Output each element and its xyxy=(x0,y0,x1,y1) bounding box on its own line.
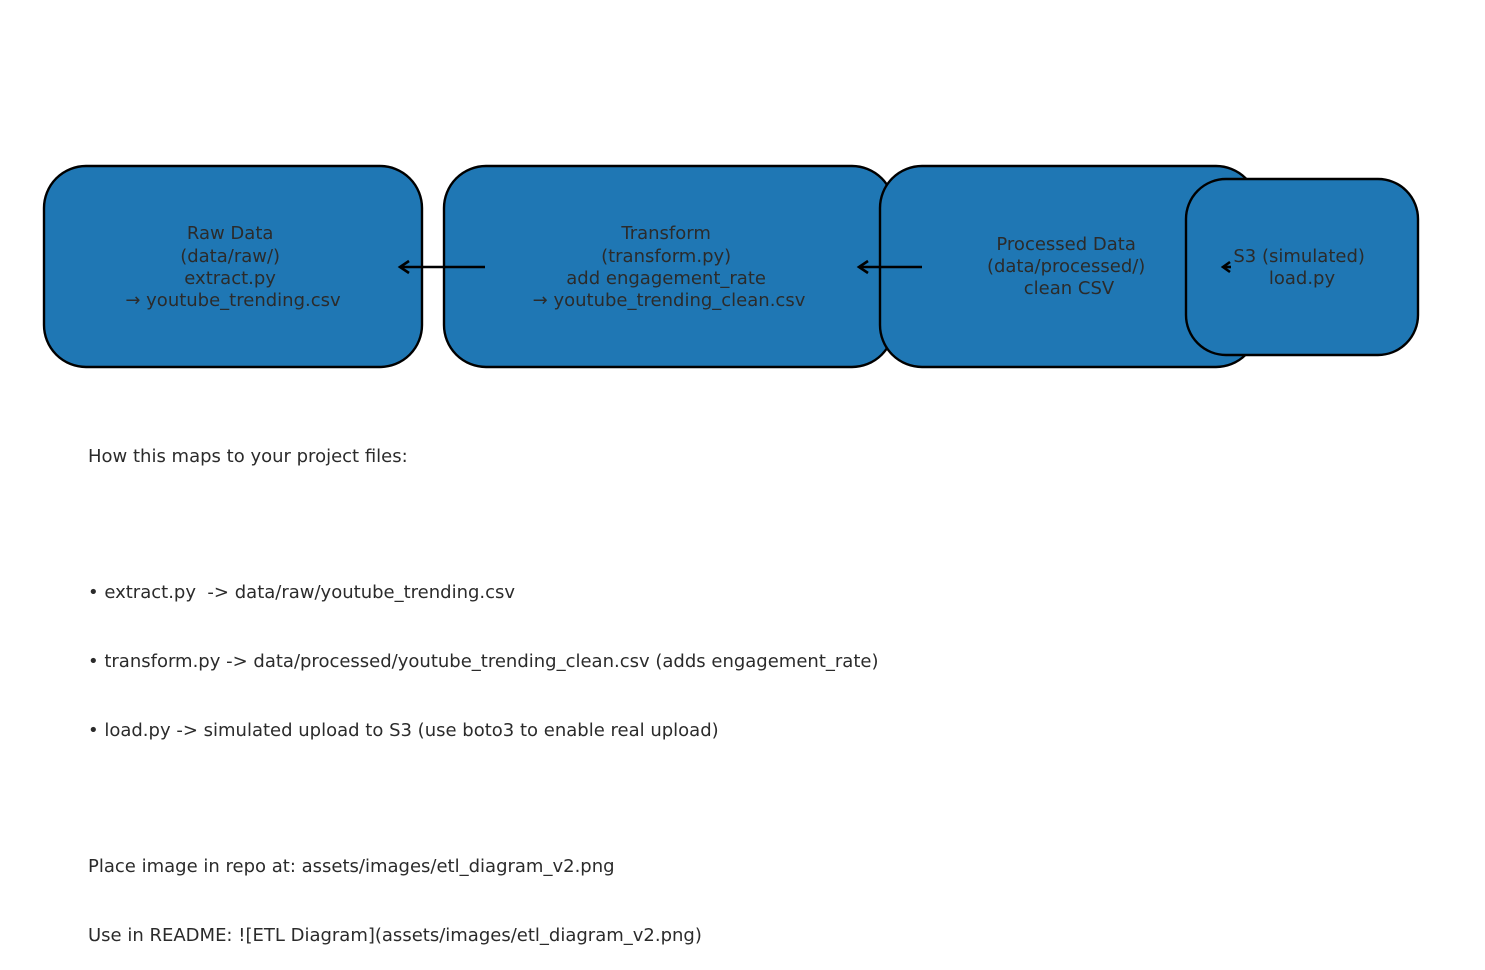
node-raw-data-line: Raw Data xyxy=(187,223,274,244)
notes-spacer xyxy=(88,514,1088,535)
node-s3-box xyxy=(1184,177,1420,357)
node-raw-data: Raw Data (data/raw/) extract.py → youtub… xyxy=(42,164,424,369)
node-s3-label: S3 (simulated) load.py xyxy=(1233,246,1370,289)
arrowhead-icon xyxy=(397,259,410,275)
node-s3: S3 (simulated) load.py xyxy=(1184,177,1420,357)
node-transform: Transform (transform.py) add engagement_… xyxy=(442,164,896,369)
node-s3-line: load.py xyxy=(1269,268,1336,289)
node-processed-data-line: clean CSV xyxy=(1024,278,1115,299)
notes-bullet: • load.py -> simulated upload to S3 (use… xyxy=(88,720,719,741)
node-transform-line: (transform.py) xyxy=(601,246,731,267)
node-transform-label: Transform (transform.py) add engagement_… xyxy=(533,223,806,311)
arrowhead-icon xyxy=(1220,260,1231,274)
edge-processed-to-transform xyxy=(856,259,922,275)
node-raw-data-line: (data/raw/) xyxy=(180,246,280,267)
node-processed-data-line: Processed Data xyxy=(996,234,1135,255)
notes-readme-usage: Use in README: ![ETL Diagram](assets/ima… xyxy=(88,925,702,946)
node-transform-line: Transform xyxy=(620,223,711,244)
node-raw-data-line: → youtube_trending.csv xyxy=(125,290,341,311)
arrowhead-icon xyxy=(856,259,869,275)
node-raw-data-line: extract.py xyxy=(184,268,276,289)
project-files-notes: How this maps to your project files: • e… xyxy=(88,399,1088,970)
node-transform-line: → youtube_trending_clean.csv xyxy=(533,290,806,311)
notes-placement: Place image in repo at: assets/images/et… xyxy=(88,856,615,877)
edge-s3-to-processed xyxy=(1220,260,1231,274)
node-transform-line: add engagement_rate xyxy=(566,268,766,289)
etl-diagram: Raw Data (data/raw/) extract.py → youtub… xyxy=(42,164,1420,369)
node-processed-data: Processed Data (data/processed/) clean C… xyxy=(878,164,1260,369)
node-raw-data-label: Raw Data (data/raw/) extract.py → youtub… xyxy=(125,223,341,311)
notes-bullet: • transform.py -> data/processed/youtube… xyxy=(88,651,879,672)
node-processed-data-line: (data/processed/) xyxy=(987,256,1145,277)
notes-bullet: • extract.py -> data/raw/youtube_trendin… xyxy=(88,582,516,603)
notes-spacer xyxy=(88,788,1088,809)
node-s3-line: S3 (simulated) xyxy=(1233,246,1365,267)
edge-transform-to-raw-data xyxy=(397,259,485,275)
notes-heading: How this maps to your project files: xyxy=(88,446,408,467)
node-processed-data-label: Processed Data (data/processed/) clean C… xyxy=(987,234,1151,299)
